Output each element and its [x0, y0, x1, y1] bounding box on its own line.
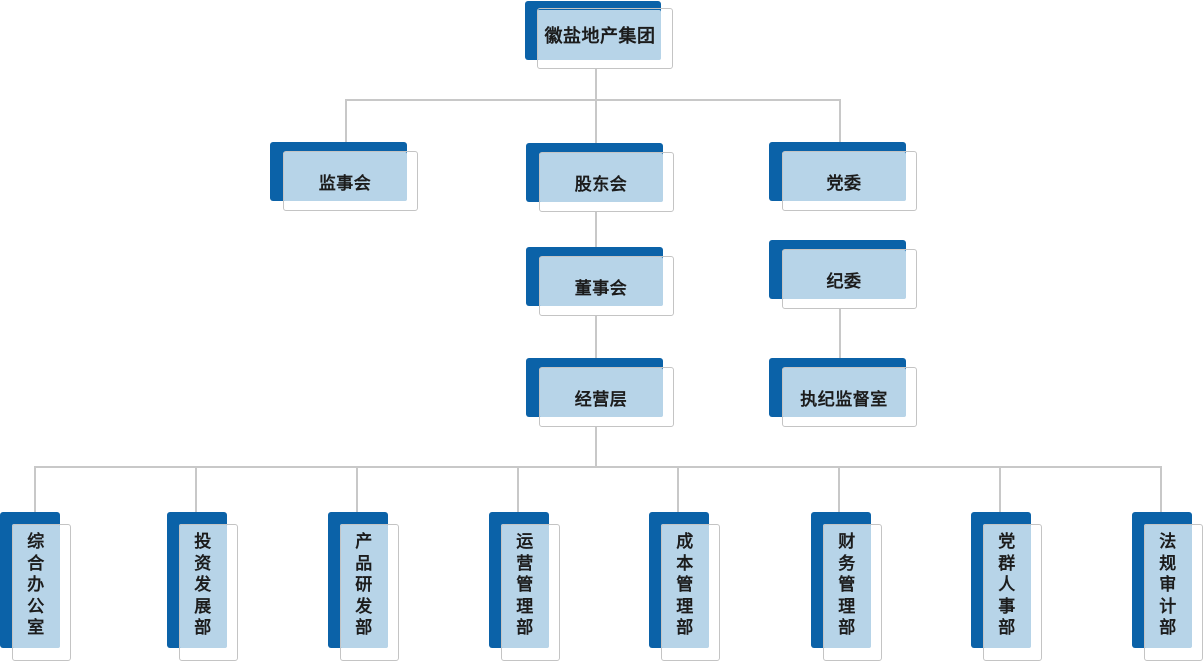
connector-dept-1 [34, 466, 36, 514]
node-department-6: 财务管理部 [811, 512, 884, 662]
node-department-5-label: 成本管理部 [676, 532, 694, 639]
connector-dept-3 [356, 466, 358, 514]
node-department-4: 运营管理部 [489, 512, 562, 662]
node-department-3-label: 产品研发部 [355, 532, 373, 639]
node-management-label: 经营层 [574, 389, 628, 410]
node-department-2: 投资发展部 [167, 512, 240, 662]
connector-shareholders-board [595, 211, 597, 249]
node-discipline-committee-label: 纪委 [826, 271, 862, 292]
node-supervisors-label: 监事会 [318, 173, 372, 194]
connector-to-party [839, 99, 841, 143]
node-discipline-office-label: 执纪监督室 [800, 389, 888, 410]
node-department-3: 产品研发部 [328, 512, 401, 662]
node-shareholders-label: 股东会 [574, 174, 628, 195]
node-department-4-label: 运营管理部 [516, 532, 534, 639]
connector-dept-4 [517, 466, 519, 514]
node-root: 徽盐地产集团 [525, 1, 675, 69]
node-department-5: 成本管理部 [649, 512, 722, 662]
node-board-label: 董事会 [574, 278, 628, 299]
node-department-6-label: 财务管理部 [838, 532, 856, 639]
node-department-7: 党群人事部 [971, 512, 1044, 662]
connector-top-bar [345, 99, 841, 101]
connector-to-supervisors [345, 99, 347, 143]
node-management: 经营层 [526, 358, 676, 428]
connector-dept-2 [195, 466, 197, 514]
node-discipline-office: 执纪监督室 [769, 358, 919, 428]
node-board: 董事会 [526, 247, 676, 317]
connector-to-shareholders [595, 99, 597, 144]
connector-management-down [595, 426, 597, 468]
node-department-8-label: 法规审计部 [1159, 532, 1177, 639]
node-department-7-label: 党群人事部 [998, 532, 1016, 639]
connector-board-management [595, 315, 597, 360]
node-department-1: 综合办公室 [0, 512, 73, 662]
connector-dept-bar [34, 466, 1162, 468]
connector-dept-6 [838, 466, 840, 514]
node-party-committee-label: 党委 [826, 173, 862, 194]
connector-dept-7 [999, 466, 1001, 514]
node-party-committee: 党委 [769, 142, 919, 212]
connector-root-down [595, 68, 597, 100]
node-department-8: 法规审计部 [1132, 512, 1204, 662]
connector-dept-8 [1160, 466, 1162, 514]
node-department-1-label: 综合办公室 [27, 532, 45, 639]
node-root-label: 徽盐地产集团 [544, 26, 656, 47]
node-supervisors: 监事会 [270, 142, 420, 212]
node-discipline-committee: 纪委 [769, 240, 919, 310]
node-shareholders: 股东会 [526, 143, 676, 213]
connector-discipline-office [839, 308, 841, 359]
connector-dept-5 [677, 466, 679, 514]
node-department-2-label: 投资发展部 [194, 532, 212, 639]
